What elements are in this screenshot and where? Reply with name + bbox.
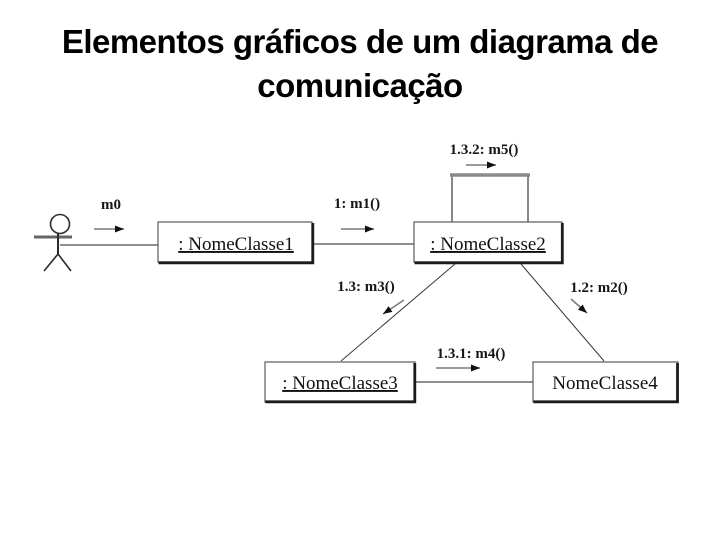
message-m1-label: 1: m1() — [334, 196, 380, 212]
object-class1-label: : NomeClasse1 — [178, 234, 294, 255]
link-class2-class3 — [340, 263, 456, 362]
object-class1: : NomeClasse1 — [157, 221, 315, 265]
object-class4: NomeClasse4 — [532, 361, 679, 404]
actor-figure — [34, 213, 72, 272]
object-class4-label: NomeClasse4 — [552, 373, 658, 394]
object-class2: : NomeClasse2 — [413, 221, 564, 265]
object-class3-label: : NomeClasse3 — [282, 373, 398, 394]
message-m4: 1.3.1: m4() — [436, 346, 506, 372]
object-class1-shadow — [158, 223, 315, 265]
message-m2: 1.2: m2() — [570, 280, 628, 314]
actor-head — [49, 213, 71, 235]
self-link-class2 — [450, 173, 530, 222]
object-class3: : NomeClasse3 — [264, 361, 417, 404]
object-class2-shadow — [414, 223, 564, 265]
actor-leg-left — [43, 253, 59, 272]
message-m0: m0 — [94, 197, 124, 233]
message-m5-label: 1.3.2: m5() — [450, 142, 519, 158]
message-m3-arrow-icon — [382, 299, 405, 315]
object-class2-label: : NomeClasse2 — [430, 234, 546, 255]
slide-title: Elementos gráficos de um diagrama de com… — [61, 23, 659, 104]
message-m2-arrow-icon — [570, 298, 588, 314]
message-m5: 1.3.2: m5() — [450, 142, 519, 169]
message-m1: 1: m1() — [334, 196, 380, 233]
actor-leg-right — [57, 253, 72, 272]
message-m3-label: 1.3: m3() — [337, 279, 394, 295]
message-m2-label: 1.2: m2() — [570, 280, 627, 296]
message-m4-label: 1.3.1: m4() — [437, 346, 506, 362]
message-m3: 1.3: m3() — [337, 279, 405, 315]
object-class3-shadow — [265, 363, 417, 404]
message-m0-label: m0 — [101, 197, 121, 213]
link-class2-class4 — [520, 263, 605, 362]
object-class4-shadow — [533, 363, 679, 404]
self-link-path — [451, 174, 529, 222]
object-class3-box — [264, 361, 416, 403]
